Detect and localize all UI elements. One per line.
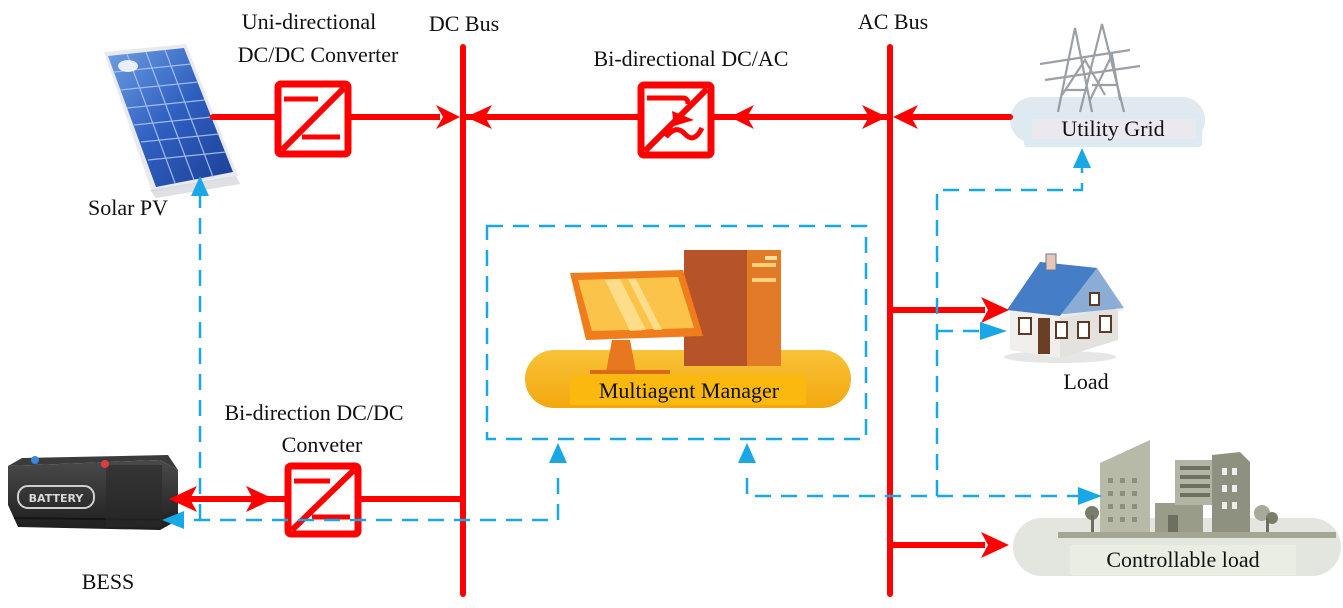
unidirectional-converter-label-1: Uni-directional <box>242 9 376 34</box>
unidirectional-converter-icon <box>274 80 352 158</box>
utility-grid-icon <box>1010 23 1205 147</box>
bidirectional-converter-label-1: Bi-direction DC/DC <box>224 400 403 425</box>
manager-dashed-boundary <box>485 224 868 441</box>
solar-pv-label: Solar PV <box>88 195 168 220</box>
controllable-load-icon <box>1013 440 1341 576</box>
arrow-into-dc-bus-icon <box>436 105 460 129</box>
arrow-into-bidir-converter-icon <box>246 486 274 512</box>
arrow-from-dc-bus-icon <box>466 105 492 129</box>
control-arrow-to-solar-icon <box>191 176 209 196</box>
arrow-grid-into-ac-bus-icon <box>893 105 918 129</box>
ac-bus-label: AC Bus <box>858 9 928 34</box>
bidirectional-dcdc-converter-icon <box>284 462 362 538</box>
arrow-into-ac-bus-icon <box>862 105 887 129</box>
control-arrow-to-manager-right-icon <box>738 443 756 463</box>
dcac-converter-icon <box>637 81 715 159</box>
bess-label: BESS <box>82 569 135 594</box>
unidirectional-converter-label-2: DC/DC Converter <box>238 42 399 67</box>
dc-bus-label: DC Bus <box>429 11 499 36</box>
control-path-manager-left <box>185 478 560 522</box>
arrow-into-load-icon <box>981 297 1009 323</box>
bidirectional-converter-label-2: Conveter <box>282 432 363 457</box>
load-label: Load <box>1063 369 1108 394</box>
house-load-icon <box>1004 253 1124 363</box>
arrow-into-controllable-load-icon <box>981 532 1009 558</box>
control-path-ac-side <box>935 165 1084 496</box>
multiagent-manager-label: Multiagent Manager <box>599 378 780 403</box>
battery-icon: BATTERY <box>8 455 178 530</box>
arrow-from-ac-bus-icon <box>730 105 754 129</box>
control-signal-network <box>185 165 1084 522</box>
dcac-converter-label: Bi-directional DC/AC <box>594 46 789 71</box>
solar-pv-icon <box>104 44 240 198</box>
control-arrow-to-load-icon <box>980 322 1007 340</box>
utility-grid-label: Utility Grid <box>1061 116 1164 141</box>
control-arrow-to-controllable-load-icon <box>1078 487 1102 505</box>
control-arrow-to-manager-left-icon <box>549 443 567 463</box>
controllable-load-label: Controllable load <box>1106 547 1259 572</box>
control-arrow-to-grid-icon <box>1073 148 1091 168</box>
control-arrow-to-battery-icon <box>162 511 184 529</box>
battery-badge-text: BATTERY <box>29 492 85 505</box>
arrow-into-battery-icon <box>169 486 197 512</box>
control-path-manager-right <box>745 478 1082 498</box>
multiagent-manager-computer-icon <box>525 250 851 408</box>
